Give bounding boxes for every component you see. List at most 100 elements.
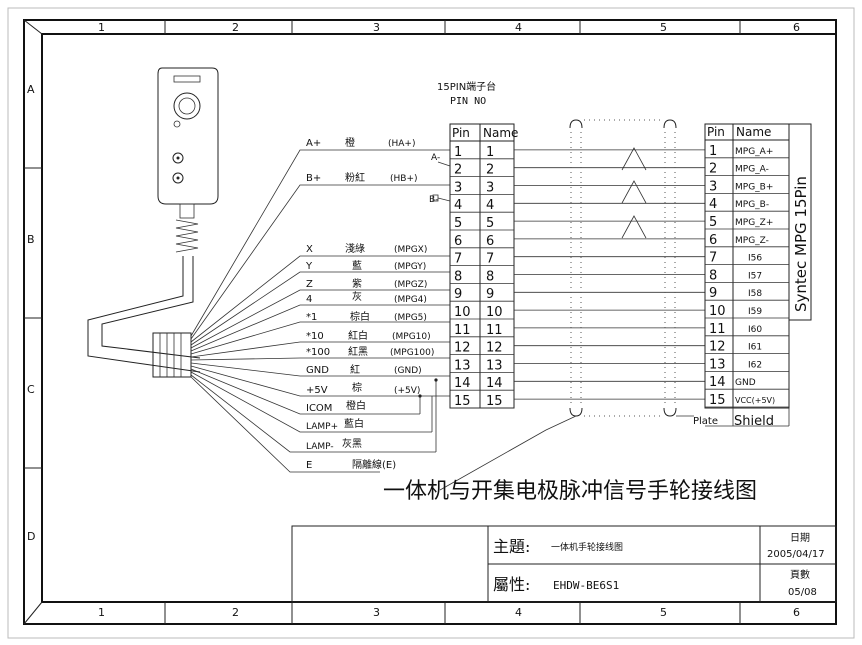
wire-label-row: Y 藍 (MPGY): [305, 259, 426, 272]
wire-code: (GND): [394, 366, 422, 376]
connector-pin-number: 12: [709, 340, 726, 355]
b-minus-tag: B-: [429, 195, 438, 205]
wire-label-row: GND 紅 (GND): [306, 364, 422, 376]
connector-pin-name: I58: [748, 289, 762, 299]
col-label: 5: [660, 21, 667, 34]
plate-label: Plate: [693, 416, 718, 427]
wire-signal: GND: [306, 365, 329, 376]
wire-color: 橙: [345, 136, 355, 149]
wire-color: 灰: [352, 290, 362, 303]
grid-column-labels-top: 1 2 3 4 5 6: [98, 21, 800, 34]
wire-code: (HB+): [390, 174, 418, 184]
wire-code: (MPGZ): [394, 280, 427, 290]
wire-label-row: +5V 棕 (+5V): [306, 381, 420, 396]
terminal-pin-number: 14: [454, 376, 471, 391]
wire-signal: +5V: [306, 385, 328, 396]
wire-signal: *10: [306, 331, 324, 342]
connector-pin-name: MPG_B+: [735, 182, 773, 192]
a-minus-tag: A-: [431, 153, 440, 163]
connector-pin-number: 13: [709, 357, 726, 372]
wire-color: 淺綠: [345, 242, 365, 255]
wire-label-row: LAMP- 灰黑: [306, 437, 362, 452]
bus-wires: [514, 149, 705, 400]
page-value: 05/08: [788, 587, 817, 598]
terminal-pin-name: 11: [486, 323, 503, 338]
terminal-pin-number: 3: [454, 180, 462, 195]
wire-label-row: ICOM 橙白: [306, 399, 366, 414]
connector-pin-name: I62: [748, 360, 762, 370]
col-label: 2: [232, 606, 239, 619]
terminal-pin-name: 12: [486, 341, 503, 356]
col-label: 5: [660, 606, 667, 619]
wire-color: 紅: [350, 364, 360, 376]
wire-code: (MPG100): [390, 348, 434, 358]
wire-label-row: E 隔離線(E): [306, 458, 396, 471]
wire-color: 紫: [352, 278, 362, 290]
terminal-pin-number: 11: [454, 323, 471, 338]
connector-pin-name: I60: [748, 325, 762, 335]
terminal-pin-number: 2: [454, 163, 462, 178]
connector-pin-name: I56: [748, 254, 762, 264]
row-label: A: [27, 83, 35, 96]
terminal-pin-name: 3: [486, 180, 494, 195]
wire-color: 藍: [352, 259, 362, 272]
connector-pin-number: 11: [709, 322, 726, 337]
connector-pin-name: I61: [748, 343, 762, 353]
shielded-cable: [439, 119, 694, 491]
connector-pin-name: I59: [748, 307, 762, 317]
connector-pin-name: I57: [748, 271, 762, 281]
terminal-pin-name: 4: [486, 198, 494, 213]
wire-color: 藍白: [344, 417, 364, 430]
terminal-pin-name: 5: [486, 216, 494, 231]
terminal-pin-number: 6: [454, 234, 462, 249]
wire-code: (MPG5): [394, 313, 427, 323]
mpg-handwheel-drawing: [87, 67, 219, 378]
connector-pin-number: 10: [709, 304, 726, 319]
wire-signal: A+: [306, 138, 321, 149]
wire-code: (+5V): [394, 386, 420, 396]
connector-pin-number: 1: [709, 144, 717, 159]
connector-pin-number: 4: [709, 197, 717, 212]
connector-side-label: Syntec MPG 15Pin: [792, 176, 810, 312]
terminal-block-title: 15PIN端子台: [437, 80, 496, 93]
wire-signal: X: [306, 244, 313, 255]
terminal-pin-number: 7: [454, 252, 462, 267]
wire-code: (MPG10): [392, 332, 431, 342]
terminal-pin-name: 2: [486, 163, 494, 178]
terminal-block-subtitle: PIN NO: [450, 96, 486, 107]
terminal-pin-number: 5: [454, 216, 462, 231]
terminal-pin-number: 1: [454, 145, 462, 160]
terminal-pin-name: 7: [486, 252, 494, 267]
connector-pin-number: 15: [709, 393, 726, 408]
connector-pin-name: GND: [735, 378, 756, 388]
wire-signal: 4: [306, 294, 312, 305]
wire-label-row: LAMP+ 藍白: [306, 417, 364, 432]
wire-color: 橙白: [346, 399, 366, 412]
terminal-pin-number: 9: [454, 287, 462, 302]
connector-pin-number: 14: [709, 375, 726, 390]
connector-pin-number: 5: [709, 215, 717, 230]
attribute-label: 屬性:: [493, 575, 530, 594]
wire-color: 棕白: [350, 310, 370, 323]
terminal-pin-name: 8: [486, 269, 494, 284]
grid-row-labels: A B C D: [27, 83, 35, 543]
terminal-pin-header: Pin: [452, 126, 470, 140]
connector-pin-name: MPG_Z+: [735, 218, 773, 228]
subject-label: 主題:: [493, 537, 530, 556]
connector-pin-name: MPG_A+: [735, 147, 773, 157]
connector-pin-number: 6: [709, 233, 717, 248]
col-label: 4: [515, 21, 522, 34]
connector-pin-name: VCC(+5V): [735, 396, 775, 405]
terminal-pin-number: 12: [454, 341, 471, 356]
wire-labels: A+ 橙 (HA+) B+ 粉紅 (HB+) X 淺綠 (MPGX) Y 藍 (…: [305, 136, 434, 471]
wire-code: (HA+): [388, 139, 416, 149]
wire-color: 紅白: [348, 329, 368, 342]
wire-color: 粉紅: [345, 171, 365, 184]
col-label: 2: [232, 21, 239, 34]
page-border: [7, 7, 855, 639]
wire-color: 紅黑: [348, 346, 368, 358]
page-label: 頁數: [790, 568, 810, 581]
